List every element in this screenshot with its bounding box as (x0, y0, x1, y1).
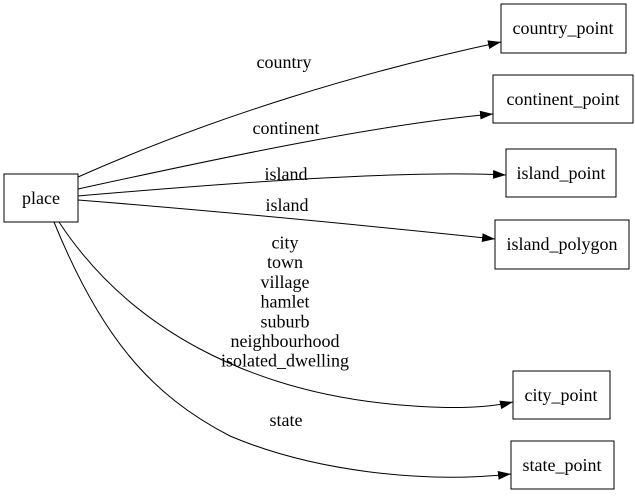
node-island-polygon-box (494, 219, 630, 270)
edge-place-continent_point (77, 110, 494, 190)
node-country-point-box (500, 3, 627, 54)
node-state-point-label: state_point (523, 455, 602, 475)
node-island-point: island_point (505, 148, 617, 198)
edge-label-continent: continent (253, 118, 320, 138)
node-city-point-label: city_point (525, 385, 598, 405)
node-city-point-box (512, 370, 611, 420)
edge-label-village: village (261, 272, 310, 292)
node-island-polygon-label: island_polygon (507, 234, 618, 254)
edge-label-hamlet: hamlet (261, 292, 310, 312)
node-continent-point-box (492, 74, 634, 124)
node-island-point-box (505, 148, 617, 198)
edge-labels-layer: country continent island island city tow… (221, 52, 349, 430)
edge-place-island_polygon (77, 199, 496, 243)
edges-layer (53, 40, 514, 480)
edge-place-state_point (53, 221, 512, 480)
edge-label-island-polygon: island (266, 195, 309, 215)
edge-label-island-point: island (265, 164, 308, 184)
node-place: place (3, 173, 79, 223)
node-place-box (3, 173, 79, 223)
edge-label-state: state (270, 410, 303, 430)
edge-place-city_point (58, 221, 514, 410)
node-island-polygon: island_polygon (494, 219, 630, 270)
node-state-point: state_point (510, 440, 615, 490)
edge-label-suburb: suburb (261, 311, 310, 331)
edge-place-island_point (77, 169, 507, 197)
nodes-layer: place country_point continent_point isla… (3, 3, 634, 490)
edge-label-city: city (272, 233, 299, 253)
node-country-point-label: country_point (513, 18, 614, 38)
node-island-point-label: island_point (517, 163, 606, 183)
node-city-point: city_point (512, 370, 611, 420)
node-place-label: place (22, 188, 60, 208)
node-state-point-box (510, 440, 615, 490)
edge-label-town: town (267, 252, 303, 272)
edge-place-country_point (77, 40, 502, 178)
node-continent-point-label: continent_point (507, 89, 620, 109)
node-country-point: country_point (500, 3, 627, 54)
edge-label-country: country (257, 52, 312, 72)
edge-label-city-multiline: city town village hamlet suburb neighbou… (221, 233, 349, 371)
node-continent-point: continent_point (492, 74, 634, 124)
edge-label-isolated-dwelling: isolated_dwelling (221, 351, 349, 371)
edge-label-neighbourhood: neighbourhood (231, 331, 340, 351)
